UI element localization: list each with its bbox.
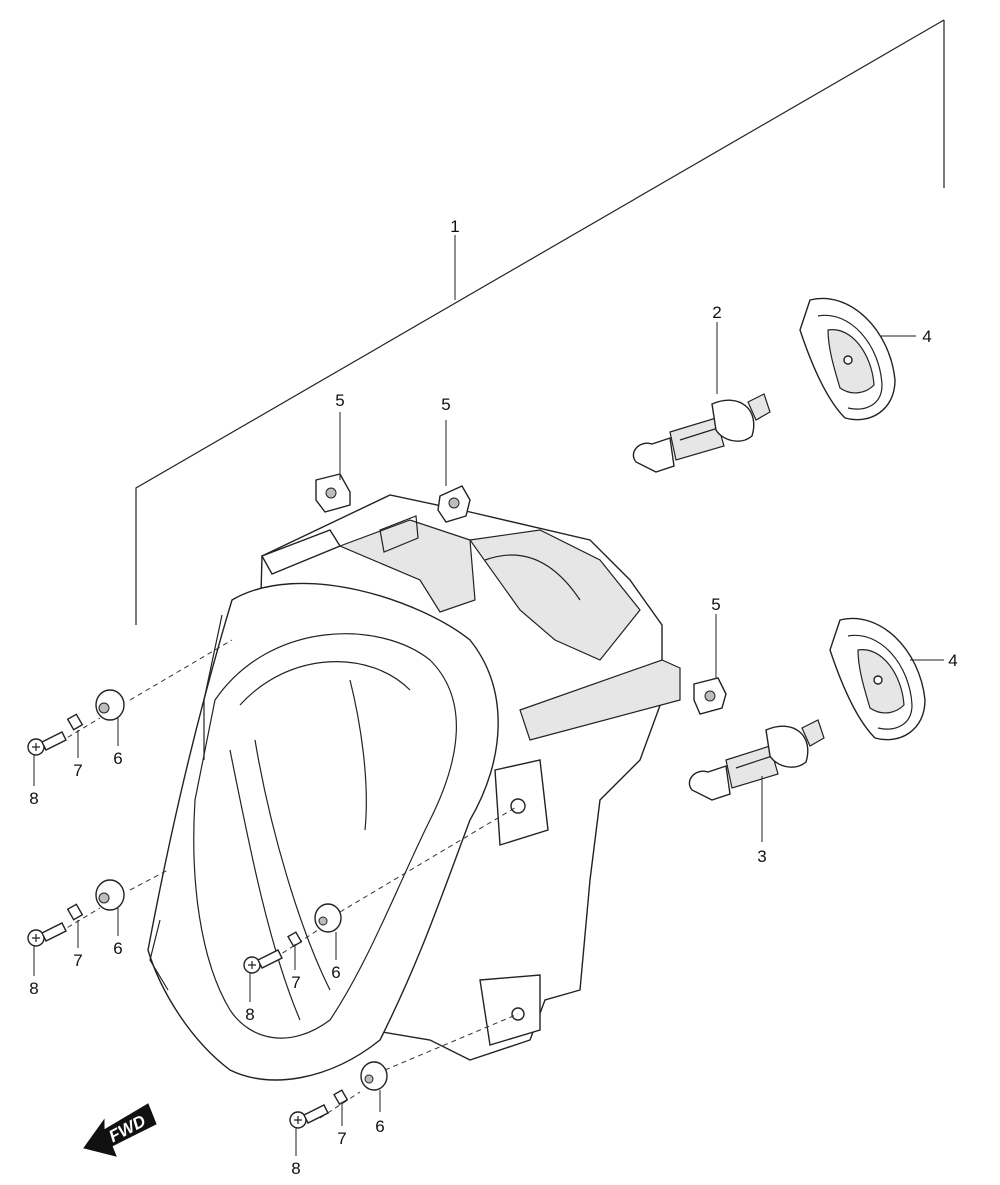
clip-upper-center bbox=[437, 485, 471, 523]
screw-1 bbox=[27, 731, 67, 756]
screw-4 bbox=[289, 1104, 329, 1129]
callout-collar-1: 7 bbox=[73, 761, 82, 780]
callout-assembly: 1 bbox=[450, 217, 459, 236]
callout-clip-left: 5 bbox=[335, 391, 344, 410]
bulb-lower bbox=[688, 719, 825, 801]
callout-bulb-lower: 3 bbox=[757, 847, 766, 866]
clip-right bbox=[693, 677, 727, 715]
dust-cap-upper bbox=[799, 297, 896, 421]
grommet-1 bbox=[95, 689, 125, 721]
bulb-upper bbox=[632, 393, 771, 473]
collars bbox=[66, 713, 349, 1106]
callout-grommet-2: 6 bbox=[113, 939, 122, 958]
dashed-guide-lines bbox=[59, 639, 519, 1119]
dust-cap-lower bbox=[829, 617, 926, 741]
callout-screw-3: 8 bbox=[245, 1005, 254, 1024]
screw-2 bbox=[27, 922, 67, 947]
callout-collar-3: 7 bbox=[291, 973, 300, 992]
callout-grommet-4: 6 bbox=[375, 1117, 384, 1136]
callout-bulb-upper: 2 bbox=[712, 303, 721, 322]
grommet-4 bbox=[360, 1061, 388, 1091]
callout-clip-center: 5 bbox=[441, 395, 450, 414]
screw-3 bbox=[243, 949, 283, 974]
callout-cap-lower: 4 bbox=[948, 651, 957, 670]
forward-arrow-icon: FWD bbox=[83, 1103, 157, 1157]
leader-lines bbox=[33, 322, 944, 1156]
callout-cap-upper: 4 bbox=[922, 327, 931, 346]
headlight-housing bbox=[147, 494, 681, 1081]
callout-collar-2: 7 bbox=[73, 951, 82, 970]
callout-screw-4: 8 bbox=[291, 1159, 300, 1178]
callout-grommet-1: 6 bbox=[113, 749, 122, 768]
grommet-2 bbox=[95, 879, 125, 911]
callout-screw-2: 8 bbox=[29, 979, 38, 998]
assembly-bracket bbox=[135, 19, 945, 625]
callout-labels: 1 2 3 4 4 5 5 5 6 6 6 6 7 7 7 7 8 8 8 8 bbox=[29, 217, 957, 1178]
callout-screw-1: 8 bbox=[29, 789, 38, 808]
callout-collar-4: 7 bbox=[337, 1129, 346, 1148]
callout-clip-right: 5 bbox=[711, 595, 720, 614]
callout-grommet-3: 6 bbox=[331, 963, 340, 982]
grommet-3 bbox=[314, 903, 342, 933]
clip-upper-left bbox=[315, 473, 351, 513]
